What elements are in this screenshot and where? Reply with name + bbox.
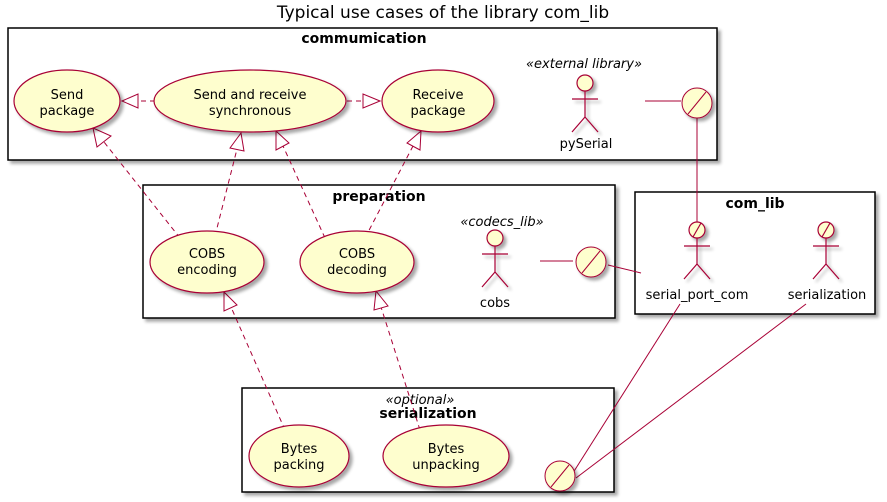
dependency-line xyxy=(380,306,421,431)
arrow-head xyxy=(406,129,422,151)
actor-stereotype: «external library» xyxy=(526,57,642,72)
svg-text:Send and receive: Send and receive xyxy=(194,88,307,103)
package-title: commumication xyxy=(301,31,426,47)
use-case-send-package: Send package xyxy=(13,69,121,133)
package-title: preparation xyxy=(332,189,425,205)
dependency-line xyxy=(214,148,238,237)
package-title: serialization xyxy=(379,406,476,422)
arrow-head xyxy=(275,129,290,151)
dependency-line xyxy=(282,145,326,239)
arrow-head xyxy=(120,93,139,109)
actor-serial-port-com: serial_port_com xyxy=(646,221,749,303)
arrow-head xyxy=(229,131,245,152)
dependency-line xyxy=(103,141,181,239)
use-case-send-receive-synchronous: Send and receive synchronous xyxy=(153,69,347,133)
svg-text:Receive: Receive xyxy=(413,88,464,103)
package-title: com_lib xyxy=(725,196,784,212)
svg-text:Send: Send xyxy=(51,88,84,103)
use-case-receive-package: Receive package xyxy=(381,69,495,133)
svg-text:unpacking: unpacking xyxy=(412,458,479,473)
generalization-arrows xyxy=(92,93,422,431)
arrow-head xyxy=(92,127,112,148)
diagram-title: Typical use cases of the library com_lib xyxy=(276,3,609,23)
use-case-cobs-encoding: COBS encoding xyxy=(149,230,265,294)
actor-serialization: serialization xyxy=(788,221,867,303)
actor-pyserial: «external library» pySerial xyxy=(526,57,642,152)
dependency-line xyxy=(230,306,286,431)
svg-text:packing: packing xyxy=(274,458,325,473)
arrow-head xyxy=(362,93,382,109)
interface-icon xyxy=(681,87,713,119)
actor-name: cobs xyxy=(480,296,510,311)
svg-text:COBS: COBS xyxy=(189,247,225,262)
package-stereotype: «optional» xyxy=(386,393,455,408)
use-case-cobs-decoding: COBS decoding xyxy=(299,230,415,294)
svg-text:package: package xyxy=(411,104,466,119)
svg-text:Bytes: Bytes xyxy=(428,442,465,457)
association-lines xyxy=(540,100,807,479)
use-case-bytes-unpacking: Bytes unpacking xyxy=(382,424,510,488)
svg-text:Bytes: Bytes xyxy=(281,442,318,457)
association-line xyxy=(607,264,642,274)
arrow-head xyxy=(223,290,238,312)
actor-name: serial_port_com xyxy=(646,288,749,303)
svg-text:synchronous: synchronous xyxy=(209,104,292,119)
interface-icon xyxy=(544,460,576,492)
package-com-lib: com_lib xyxy=(634,191,876,315)
svg-text:encoding: encoding xyxy=(177,263,237,278)
interface-icon xyxy=(575,246,607,278)
use-case-bytes-packing: Bytes packing xyxy=(248,424,350,488)
svg-text:decoding: decoding xyxy=(327,263,387,278)
association-line xyxy=(575,303,807,479)
actor-stereotype: «codecs_lib» xyxy=(460,215,543,230)
association-line xyxy=(570,303,681,477)
svg-text:package: package xyxy=(40,104,95,119)
actor-cobs: «codecs_lib» cobs xyxy=(460,215,543,311)
actor-name: serialization xyxy=(788,288,867,303)
actor-name: pySerial xyxy=(560,137,613,152)
arrow-head xyxy=(373,289,389,311)
svg-text:COBS: COBS xyxy=(339,247,375,262)
